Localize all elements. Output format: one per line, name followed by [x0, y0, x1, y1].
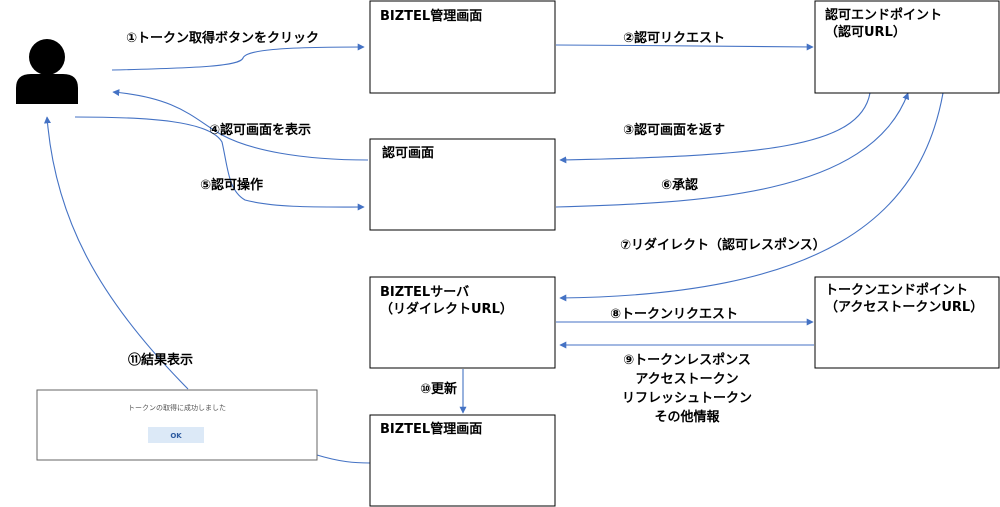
step-5-label: ⑤認可操作	[200, 177, 263, 193]
arrow-3-return-auth-screen	[559, 92, 871, 164]
ok-button-label: OK	[170, 432, 182, 440]
step-4-label: ④認可画面を表示	[209, 122, 311, 138]
box-biztel-admin-bottom-label: BIZTEL管理画面	[380, 421, 482, 437]
step-3-label-line-1: ③認可画面を返す	[623, 122, 725, 138]
box-token-endpoint: トークンエンドポイント（アクセストークンURL）	[814, 276, 1000, 369]
step-3-label: ③認可画面を返す	[623, 122, 725, 138]
arrow-6-approve	[555, 92, 910, 208]
step-9-label-line-1: ⑨トークンレスポンス	[623, 352, 751, 368]
step-10-label-line-1: ⑩更新	[420, 381, 457, 397]
step-1-label: ①トークン取得ボタンをクリック	[126, 30, 319, 46]
box-biztel-server: BIZTELサーバ（リダイレクトURL）	[369, 276, 556, 369]
step-6-label-line-1: ⑥承認	[661, 177, 698, 193]
box-biztel-admin-bottom: BIZTEL管理画面	[369, 414, 556, 507]
box-auth-endpoint-label-line-2: （認可URL）	[825, 24, 906, 40]
box-token-endpoint-label-line-1: トークンエンドポイント	[825, 282, 968, 298]
step-2-label: ②認可リクエスト	[623, 30, 725, 46]
success-dialog-message: トークンの取得に成功しました	[128, 403, 226, 412]
box-biztel-admin-bottom-label-line-1: BIZTEL管理画面	[380, 421, 482, 437]
box-biztel-admin-top-label: BIZTEL管理画面	[380, 8, 482, 24]
box-auth-screen: 認可画面	[369, 138, 556, 231]
user-icon	[16, 39, 78, 104]
arrow-2-auth-request	[555, 43, 814, 51]
step-8-label-line-1: ⑧トークンリクエスト	[610, 307, 738, 322]
step-9-label-line-2: アクセストークン	[635, 372, 738, 387]
box-biztel-server-label-line-2: （リダイレクトURL）	[380, 301, 513, 317]
arrow-4-show-auth-screen	[112, 89, 369, 161]
box-biztel-server-label: BIZTELサーバ（リダイレクトURL）	[380, 285, 513, 317]
step-7-label: ⑦リダイレクト（認可レスポンス）	[620, 237, 826, 253]
arrow-5-auth-operation	[74, 116, 365, 211]
box-auth-screen-label: 認可画面	[382, 145, 434, 161]
step-9-label-line-4: その他情報	[654, 409, 720, 425]
connector-dialog-to-admin	[316, 454, 371, 464]
arrow-11-show-result	[44, 116, 189, 390]
ok-button[interactable]	[148, 427, 204, 443]
success-dialog: トークンの取得に成功しました OK	[36, 389, 318, 461]
step-2-label-line-1: ②認可リクエスト	[623, 30, 725, 46]
step-4-label-line-1: ④認可画面を表示	[209, 122, 311, 138]
box-biztel-admin-top: BIZTEL管理画面	[369, 0, 556, 94]
step-5-label-line-1: ⑤認可操作	[200, 177, 263, 193]
step-labels: ①トークン取得ボタンをクリック ②認可リクエスト ③認可画面を返す ④認可画面を…	[126, 30, 826, 425]
step-1-label-line-1: ①トークン取得ボタンをクリック	[126, 30, 319, 46]
box-auth-endpoint-label-line-1: 認可エンドポイント	[825, 7, 942, 23]
step-7-label-line-1: ⑦リダイレクト（認可レスポンス）	[620, 237, 826, 253]
step-10-label: ⑩更新	[420, 381, 457, 397]
arrow-1-token-button-click	[111, 43, 365, 71]
flow-arrows	[44, 43, 944, 464]
box-auth-endpoint: 認可エンドポイント（認可URL）	[814, 0, 1000, 94]
box-biztel-server-label-line-1: BIZTELサーバ	[380, 285, 469, 300]
step-6-label: ⑥承認	[661, 177, 698, 193]
step-9-label-line-3: リフレッシュトークン	[622, 391, 752, 406]
box-biztel-admin-top-label-line-1: BIZTEL管理画面	[380, 8, 482, 24]
box-token-endpoint-label-line-2: （アクセストークンURL）	[825, 299, 983, 315]
arrow-7-redirect	[559, 92, 944, 302]
step-11-label: ⑪結果表示	[128, 352, 193, 368]
step-8-label: ⑧トークンリクエスト	[610, 307, 738, 322]
step-11-label-line-1: ⑪結果表示	[128, 352, 193, 368]
box-auth-endpoint-label: 認可エンドポイント（認可URL）	[825, 7, 942, 40]
box-token-endpoint-label: トークンエンドポイント（アクセストークンURL）	[825, 282, 983, 315]
box-auth-screen-label-line-1: 認可画面	[382, 145, 434, 161]
step-9-label: ⑨トークンレスポンスアクセストークンリフレッシュトークンその他情報	[622, 352, 752, 425]
